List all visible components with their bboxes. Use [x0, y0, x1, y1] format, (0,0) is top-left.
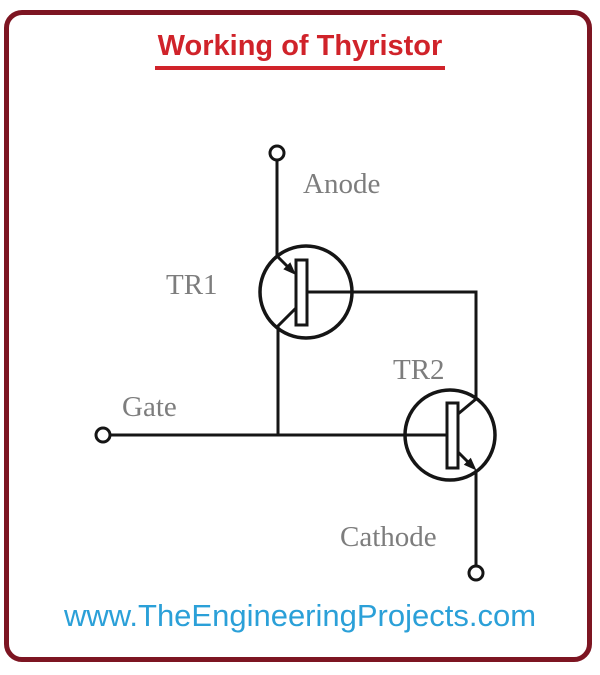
- tr2-emitter-arrow-icon: [463, 457, 477, 471]
- website-url: www.TheEngineeringProjects.com: [0, 600, 600, 631]
- gate-label: Gate: [122, 391, 177, 423]
- tr1-label: TR1: [166, 269, 218, 301]
- tr1-emitter-arrow-icon: [283, 262, 296, 275]
- anode-label: Anode: [303, 168, 381, 200]
- tr2-body-circle: [403, 388, 497, 482]
- cathode-terminal-icon: [467, 564, 485, 582]
- cathode-label: Cathode: [340, 521, 437, 553]
- page-title-text: Working of Thyristor: [154, 30, 446, 71]
- tr2-base-bar: [445, 401, 460, 470]
- tr1-base-to-tr2-collector-wire: [307, 290, 478, 399]
- website-url-text: www.TheEngineeringProjects.com: [63, 598, 537, 633]
- tr1-base-bar: [294, 258, 309, 327]
- tr2-label: TR2: [393, 354, 445, 386]
- page-title: Working of Thyristor: [0, 30, 600, 71]
- tr1-body-circle: [258, 244, 354, 340]
- gate-terminal-icon: [94, 426, 112, 444]
- tr1-collector-wire: [276, 305, 299, 435]
- border-frame: [4, 10, 592, 662]
- tr2-collector-wire: [457, 397, 477, 416]
- anode-terminal-icon: [268, 144, 286, 162]
